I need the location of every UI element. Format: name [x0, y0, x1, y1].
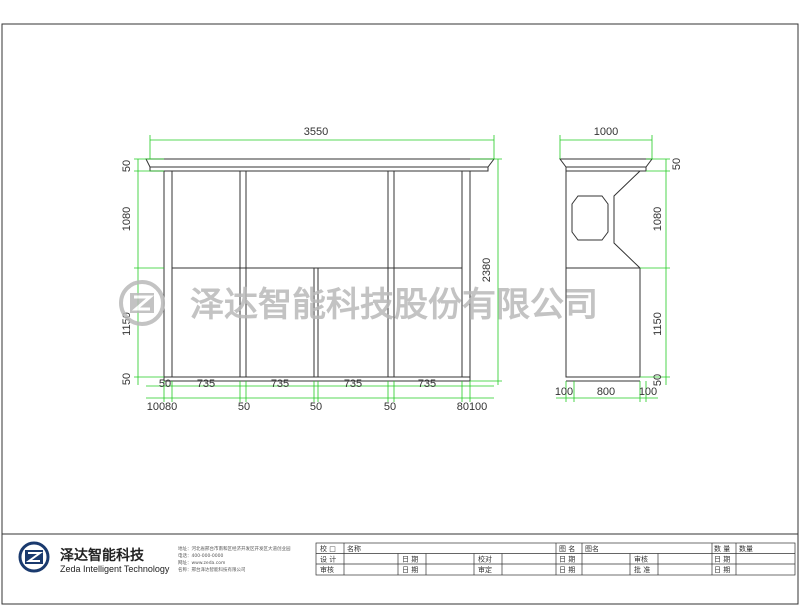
brand-name-cn: 泽达智能科技: [60, 547, 145, 564]
title-table-grid: [315, 542, 796, 576]
tb-r2-c3: 校对: [478, 555, 492, 564]
front-bottom-dim-2: 735: [271, 378, 289, 390]
front-lower-dim-3: 50: [384, 401, 396, 413]
side-handle-cutout: [571, 195, 609, 241]
tb-r3-c4: 日 期: [559, 566, 575, 574]
watermark: 泽达智能科技股份有限公司: [119, 280, 598, 326]
tb-r3-c2: 日 期: [402, 566, 418, 574]
front-overall-width: 3550: [304, 126, 328, 138]
side-dim-right-bottom: 50: [652, 374, 664, 386]
tb-r2-c2: 日 期: [402, 556, 418, 564]
side-overall-depth: 1000: [594, 126, 618, 138]
front-dim-left-top: 50: [121, 160, 133, 172]
brand-name-en: Zeda Intelligent Technology: [60, 564, 170, 574]
front-dimensions: [134, 135, 502, 402]
front-dim-left-upper: 1080: [121, 207, 133, 231]
front-post-2: [239, 170, 247, 378]
tb-r3-c1: 审核: [320, 565, 334, 574]
tb-r1-c1: 校 □: [320, 544, 336, 553]
side-dim-right-upper: 1080: [652, 207, 664, 231]
side-bottom-dim-0: 100: [555, 386, 573, 398]
front-bottom-dim-1: 735: [197, 378, 215, 390]
side-dim-right-top: 50: [671, 158, 683, 170]
front-view: [145, 158, 495, 382]
tb-r1-c3: 图 名: [559, 544, 575, 553]
front-bottom-dim-4: 735: [418, 378, 436, 390]
side-view: [559, 158, 653, 382]
tb-r2-c4: 日 期: [559, 556, 575, 564]
brand-logo: [18, 541, 50, 573]
address-line-2: 电话：400-000-0000: [178, 552, 224, 559]
address-line-4: 名称：邢台泽达智能科技有限公司: [178, 566, 246, 573]
side-bottom-dim-2: 100: [639, 386, 657, 398]
tb-r1-c4: 图名: [585, 544, 599, 553]
address-line-1: 地址：河北省邢台市南和区经济开发区开发区大道创业园: [178, 545, 291, 552]
side-top-board: [559, 158, 653, 168]
front-lower-dim-2: 50: [310, 401, 322, 413]
front-post-4: [387, 170, 395, 378]
tb-r3-c6: 日 期: [714, 566, 730, 574]
front-lower-dim-0: 10080: [147, 401, 178, 413]
watermark-logo: [119, 280, 165, 326]
tb-r3-c5: 批 准: [634, 565, 650, 574]
front-right-post: [461, 170, 471, 378]
side-dim-right-lower: 1150: [652, 312, 664, 336]
watermark-text: 泽达智能科技股份有限公司: [190, 285, 598, 325]
front-bottom-dim-0: 50: [159, 378, 171, 390]
address-line-3: 网址：www.zeda.com: [178, 559, 225, 566]
front-lower-dim-1: 50: [238, 401, 250, 413]
front-bottom-dim-3: 735: [344, 378, 362, 390]
side-bottom-dim-1: 800: [597, 386, 615, 398]
front-dim-left-bottom: 50: [121, 373, 133, 385]
tb-r1-c6: 数量: [739, 544, 753, 553]
title-block: 泽达智能科技 Zeda Intelligent Technology 地址：河北…: [1, 533, 799, 605]
front-overall-height: 2380: [481, 258, 493, 282]
front-left-post: [163, 170, 173, 378]
front-lower-dim-4: 80100: [457, 401, 488, 413]
tb-r2-c1: 设 计: [320, 555, 336, 564]
front-top-board: [145, 158, 495, 168]
tb-r3-c3: 审定: [478, 565, 492, 574]
side-dimensions: [556, 135, 670, 402]
tb-r1-c2: 名称: [347, 544, 361, 553]
tb-r2-c6: 日 期: [714, 556, 730, 564]
side-upper-panel: [565, 170, 642, 269]
tb-r1-c5: 数 量: [714, 544, 730, 553]
tb-r2-c5: 审核: [634, 555, 648, 564]
